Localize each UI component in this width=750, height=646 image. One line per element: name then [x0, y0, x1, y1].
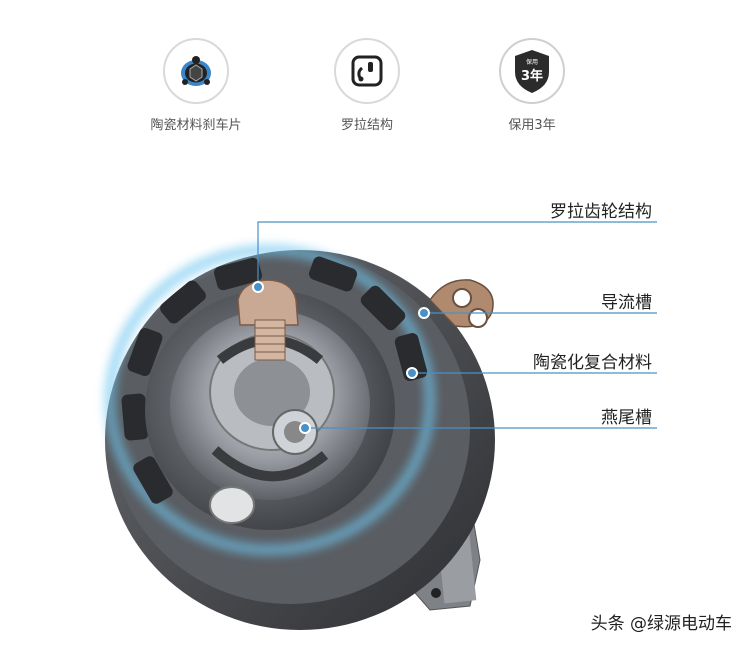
callout-lines [257, 221, 657, 429]
feature-warranty: 保用 3年 保用3年 [472, 38, 592, 133]
feature-label: 罗拉结构 [340, 118, 393, 133]
turtle-shield-icon [163, 38, 229, 104]
callout-dovetail-groove: 燕尾槽 [601, 408, 652, 428]
feature-roller-structure: 罗拉结构 [307, 38, 427, 133]
brake-shoe-segments [121, 256, 428, 504]
feature-label: 保用3年 [508, 118, 556, 133]
feature-ceramic-brake: 陶瓷材料刹车片 [136, 38, 256, 133]
warranty-badge-main: 3年 [521, 68, 543, 84]
roller-gear [237, 279, 299, 361]
feature-label: 陶瓷材料刹车片 [150, 118, 242, 133]
warranty-badge-top: 保用 [526, 58, 538, 66]
inner-drum [145, 290, 395, 530]
warranty-shield-icon: 保用 3年 [499, 38, 565, 104]
callout-flow-groove: 导流槽 [601, 293, 652, 313]
callout-markers [252, 281, 430, 434]
glow-ring [105, 245, 435, 555]
watermark: 头条 @绿源电动车 [590, 614, 732, 634]
roller-structure-icon [334, 38, 400, 104]
callout-ceramic-composite: 陶瓷化复合材料 [533, 353, 652, 373]
mount-hole [431, 588, 441, 598]
callout-roller-gear: 罗拉齿轮结构 [550, 202, 652, 222]
